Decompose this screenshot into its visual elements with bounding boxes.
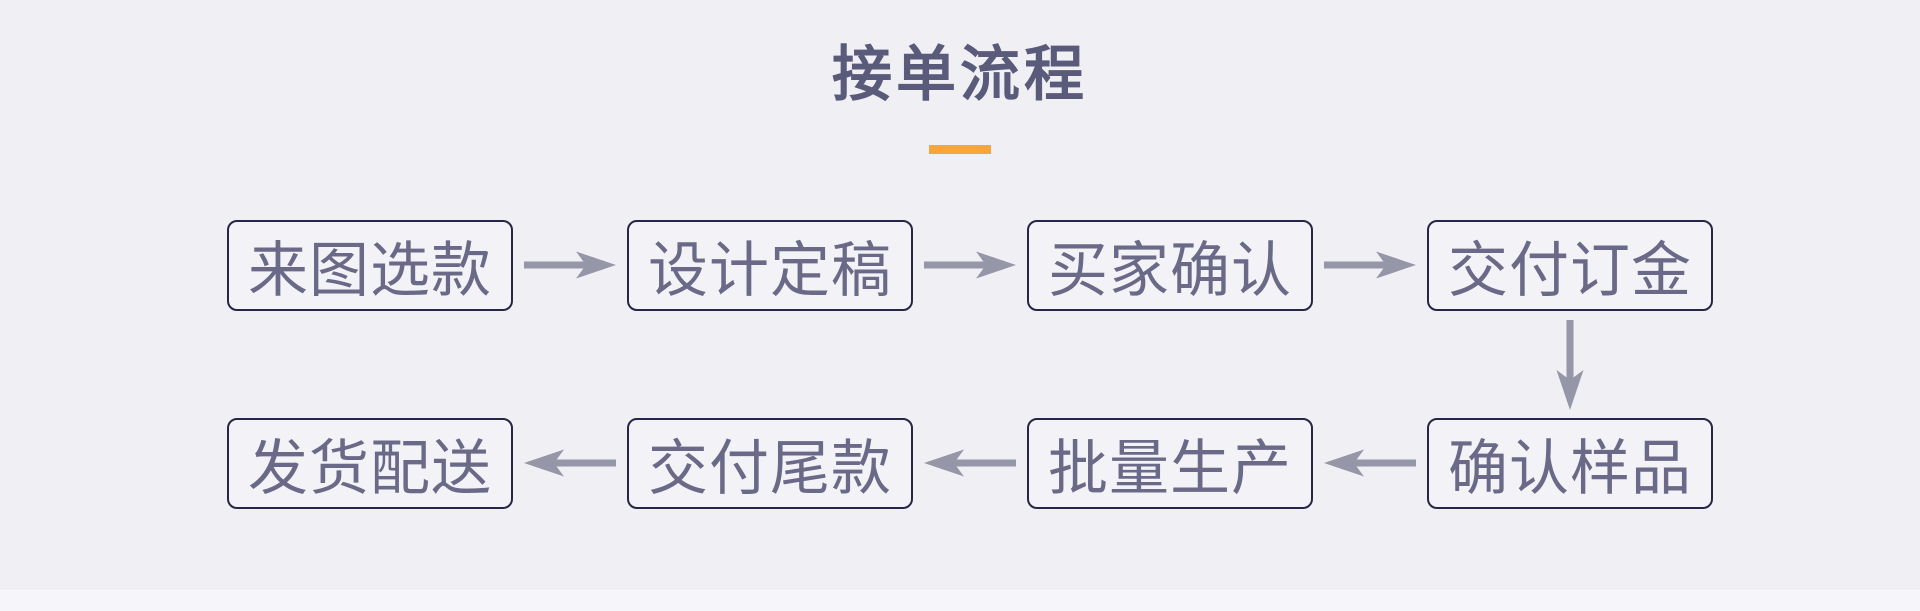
flow-step-box: 确认样品 bbox=[1427, 418, 1713, 509]
flow-step-box: 交付尾款 bbox=[627, 418, 913, 509]
flow-step-box: 来图选款 bbox=[227, 220, 513, 311]
arrow-left-icon bbox=[1324, 448, 1416, 478]
title-underline bbox=[929, 145, 991, 154]
arrow-left-icon bbox=[524, 448, 616, 478]
arrow-down-icon bbox=[1555, 320, 1585, 410]
page-title: 接单流程 bbox=[832, 40, 1088, 110]
flow-step-box: 买家确认 bbox=[1027, 220, 1313, 311]
flow-step-box: 设计定稿 bbox=[627, 220, 913, 311]
flow-step-box: 交付订金 bbox=[1427, 220, 1713, 311]
arrow-right-icon bbox=[524, 250, 616, 280]
footer-strip bbox=[0, 590, 1920, 611]
arrow-right-icon bbox=[924, 250, 1016, 280]
flow-step-box: 发货配送 bbox=[227, 418, 513, 509]
flow-step-box: 批量生产 bbox=[1027, 418, 1313, 509]
arrow-right-icon bbox=[1324, 250, 1416, 280]
arrow-left-icon bbox=[924, 448, 1016, 478]
